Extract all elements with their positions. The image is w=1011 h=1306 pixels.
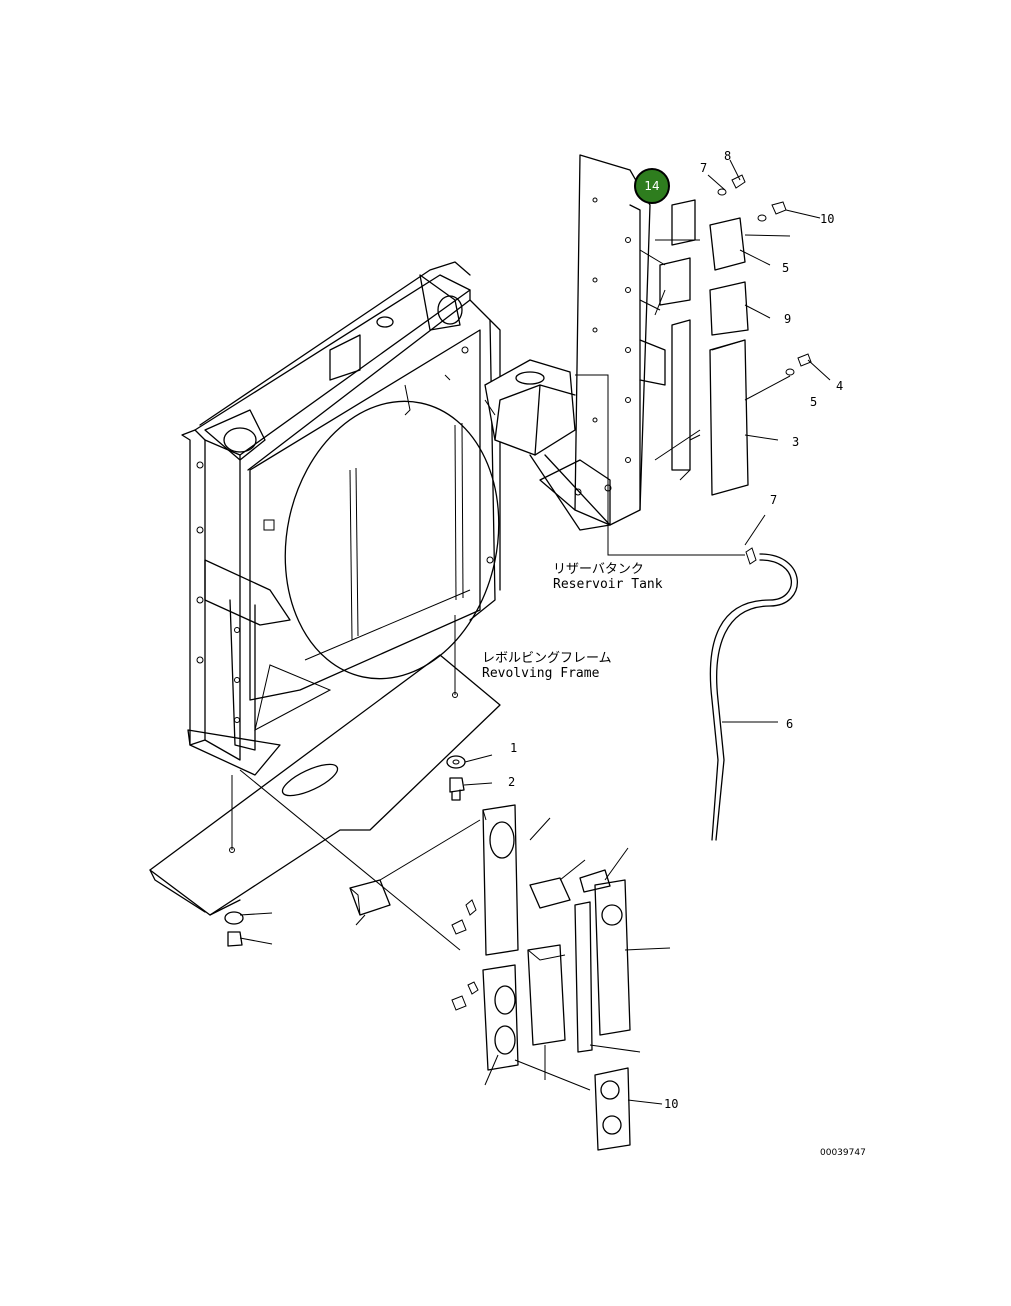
revolving-frame-label-jp: レボルビングフレーム: [482, 651, 612, 666]
part-number-5-lower: 5: [810, 395, 817, 409]
badge-number: 14: [644, 179, 659, 193]
reservoir-tank-label-en: Reservoir Tank: [553, 577, 663, 592]
radiator-frame: [181, 261, 501, 776]
tank-bracket: [539, 154, 745, 556]
reservoir-tank: [484, 359, 611, 531]
part-number-3: 3: [792, 435, 799, 449]
part-number-9: 9: [784, 312, 791, 326]
part-number-4: 4: [836, 379, 843, 393]
part-number-7-top: 7: [700, 161, 707, 175]
figure-id: 00039747: [820, 1148, 866, 1158]
part-number-6: 6: [786, 717, 793, 731]
part-number-8-top: 8: [724, 149, 731, 163]
part-number-5-upper: 5: [782, 261, 789, 275]
part-number-10-upper: 10: [820, 212, 834, 226]
callout-badge[interactable]: 14: [634, 168, 670, 204]
part-number-1: 1: [510, 741, 517, 755]
revolving-frame-plate: [149, 615, 501, 951]
reservoir-tank-label-jp: リザーバタンク: [553, 562, 644, 577]
upper-seal-pads: [639, 174, 812, 496]
part-number-10-lower: 10: [664, 1097, 678, 1111]
badge-circle[interactable]: [634, 168, 670, 204]
lower-parts: [224, 754, 671, 1151]
part-number-2: 2: [508, 775, 515, 789]
revolving-frame-label-en: Revolving Frame: [482, 666, 600, 681]
hose: [709, 547, 798, 841]
part-number-7-hose: 7: [770, 493, 777, 507]
upper-leaders: [654, 159, 831, 723]
